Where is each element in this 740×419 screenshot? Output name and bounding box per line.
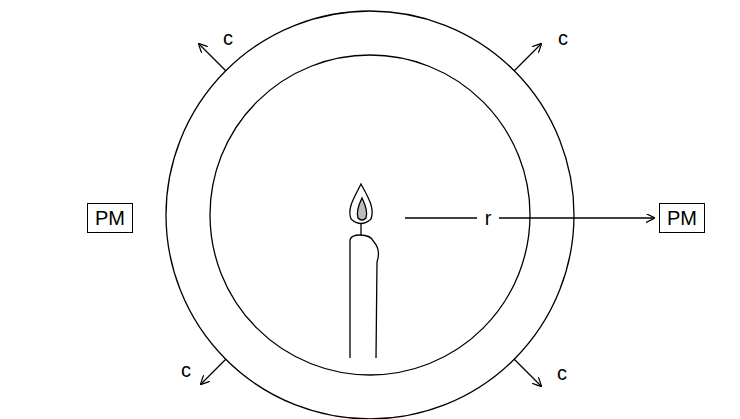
- radius-line: [405, 217, 477, 218]
- outer-shell-circle: [166, 11, 574, 419]
- candle: [350, 184, 379, 358]
- radius-label: r: [483, 207, 494, 229]
- light-arrow: [514, 44, 541, 71]
- light-arrow: [201, 359, 226, 384]
- inner-shell-circle: [210, 55, 530, 375]
- speed-label: c: [221, 27, 235, 49]
- radius-arrow: [499, 217, 654, 218]
- box-label: PM: [667, 207, 697, 229]
- speed-label: c: [555, 362, 569, 384]
- speed-label: c: [556, 27, 570, 49]
- box-label: PM: [95, 207, 125, 229]
- pm-box: PM: [87, 203, 133, 233]
- light-arrow: [514, 359, 541, 386]
- pm-box: PM: [659, 203, 705, 233]
- speed-label: c: [179, 359, 193, 381]
